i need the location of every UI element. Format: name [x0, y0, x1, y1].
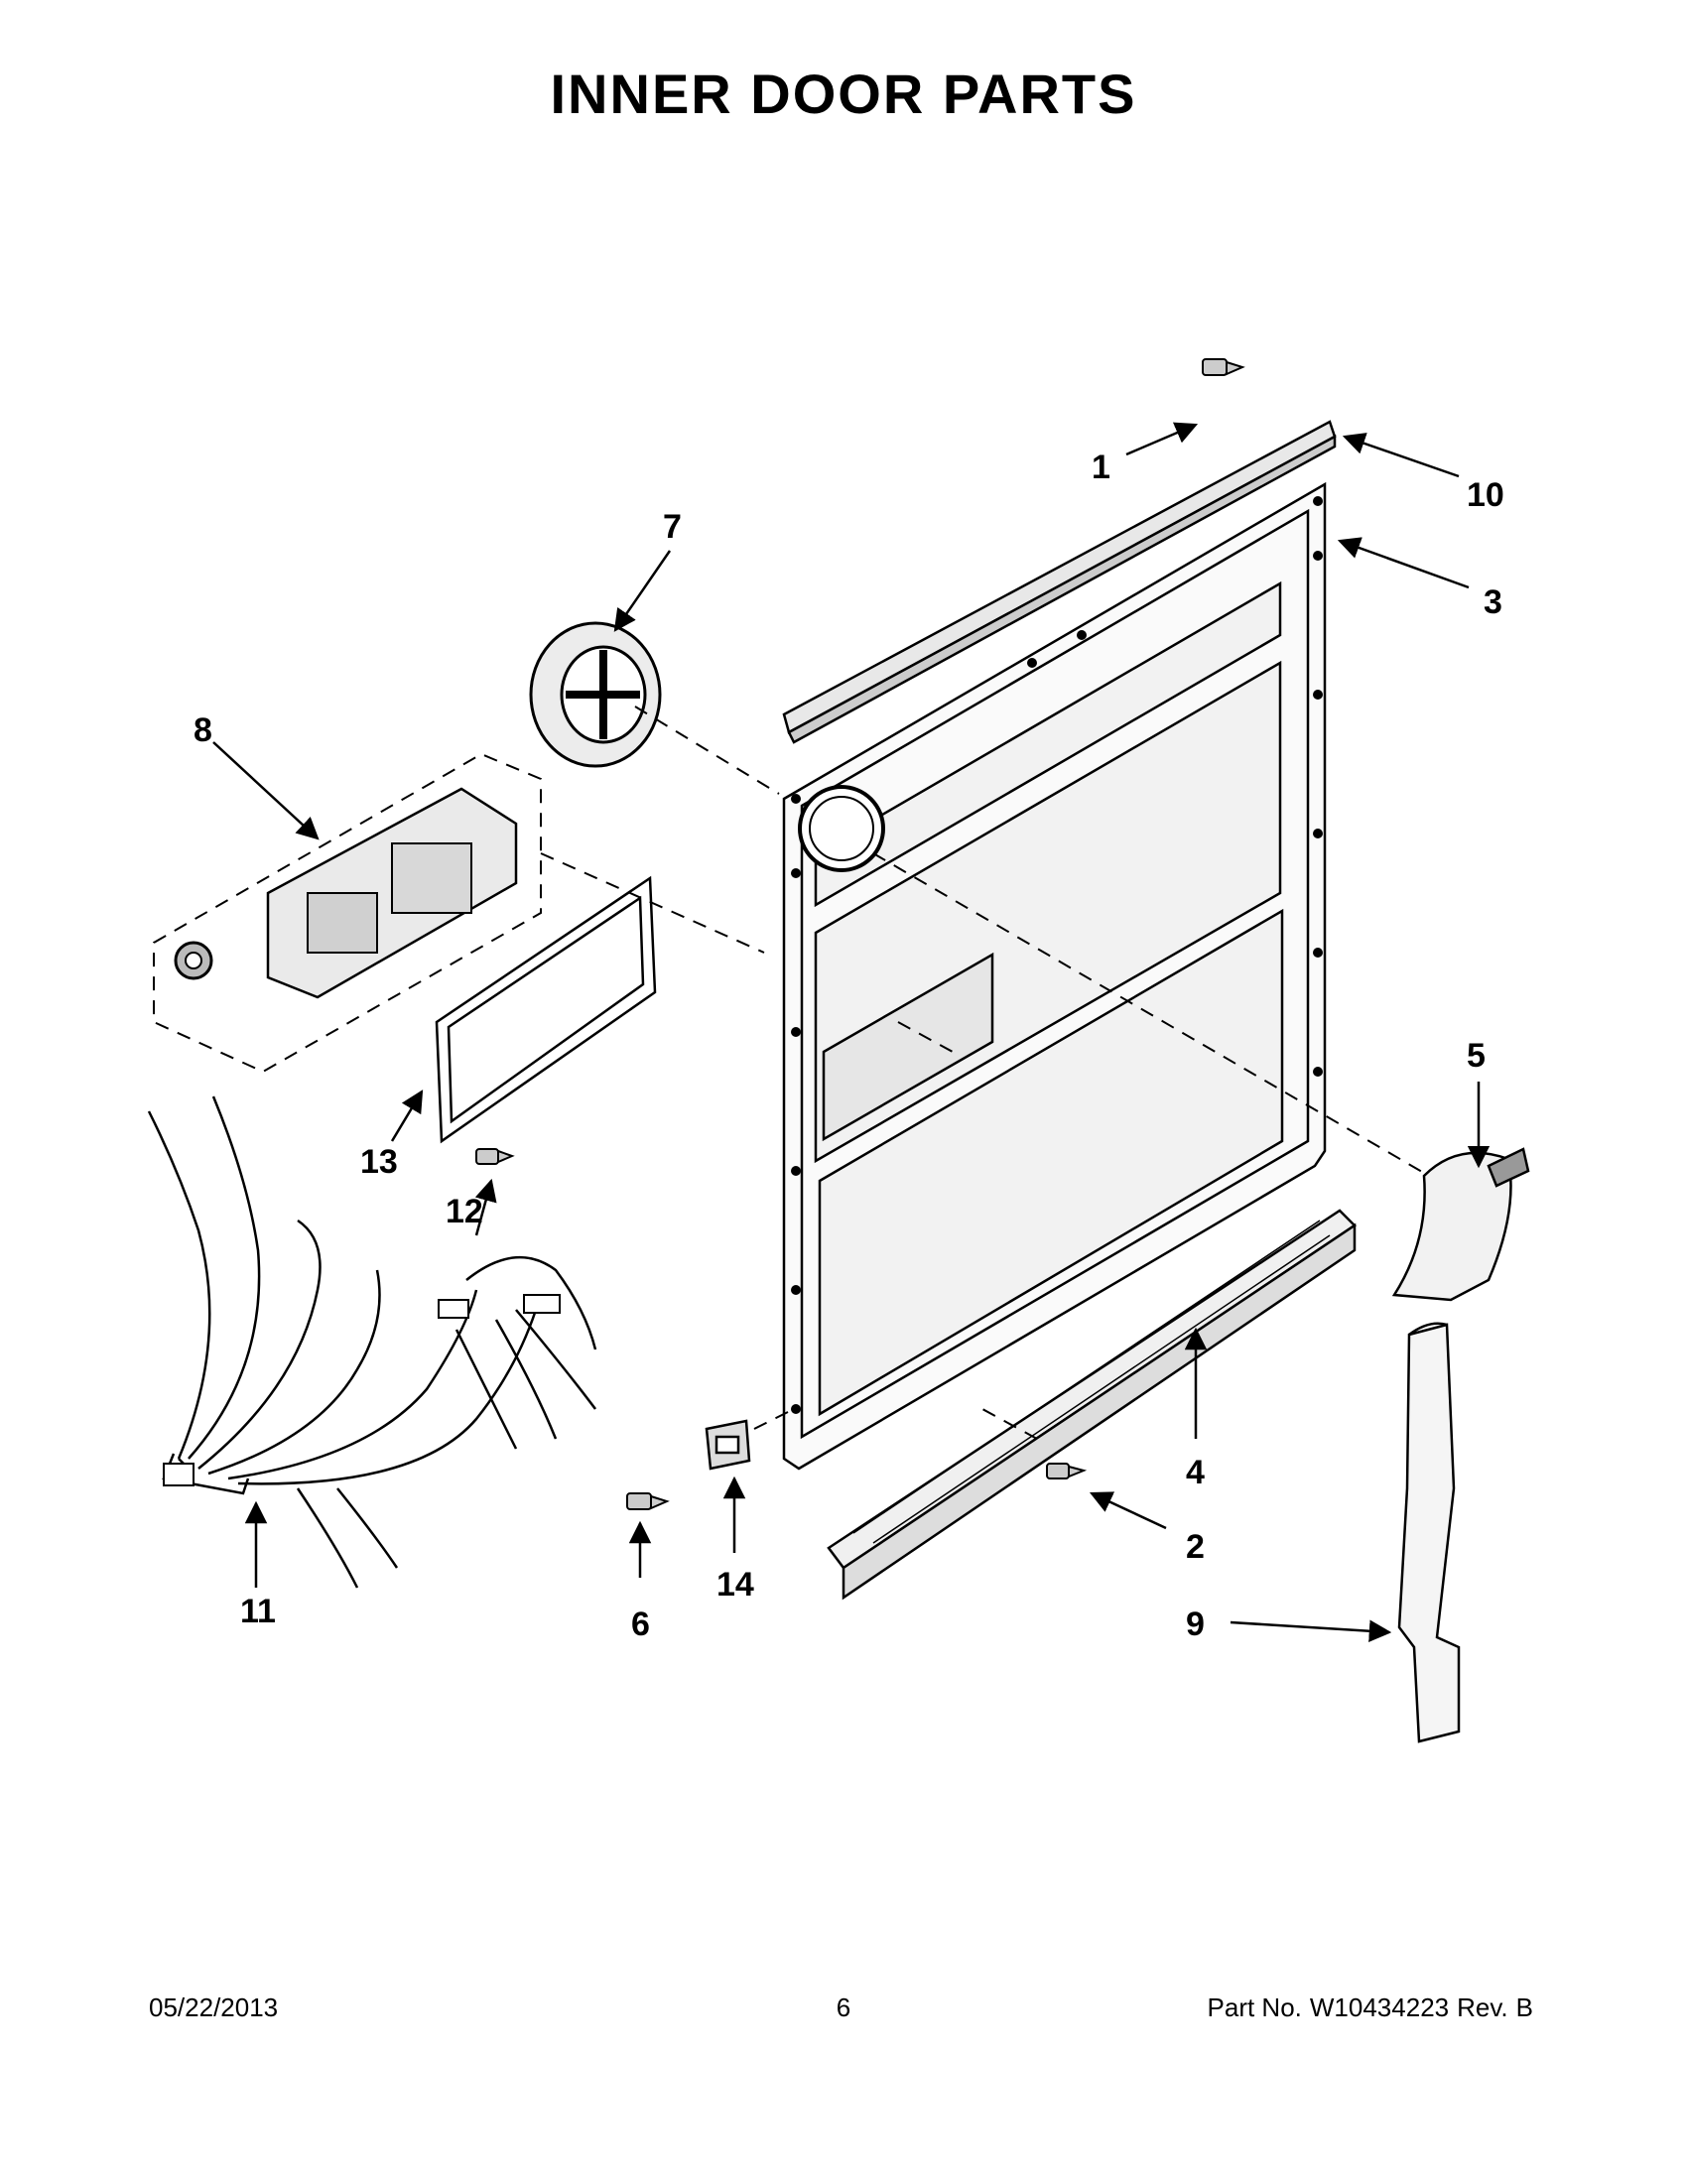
- callout-6: 6: [631, 1606, 650, 1643]
- leader-arrows: [212, 422, 1491, 1642]
- vent-grill: [529, 621, 662, 768]
- dispenser-assembly: [153, 752, 542, 1074]
- harness-connectors: [163, 1294, 561, 1486]
- callout-4: 4: [1186, 1454, 1205, 1491]
- callout-10: 10: [1467, 476, 1504, 514]
- screw-2: [1046, 1463, 1088, 1479]
- screw-12: [475, 1148, 515, 1165]
- callout-7: 7: [663, 508, 682, 546]
- page-title: INNER DOOR PARTS: [550, 63, 1137, 125]
- door-vent-strip: [827, 1209, 1357, 1601]
- clip: [705, 1419, 751, 1471]
- part-label: Part No.: [1207, 1992, 1302, 2022]
- callout-3: 3: [1484, 583, 1502, 621]
- rev-value: B: [1515, 1992, 1533, 2022]
- callout-5: 5: [1467, 1037, 1486, 1075]
- callout-11: 11: [240, 1593, 276, 1630]
- callout-14: 14: [716, 1566, 754, 1604]
- inner-door-panel: [782, 481, 1327, 1471]
- callout-9: 9: [1186, 1606, 1205, 1643]
- dispenser-gasket: [435, 875, 657, 1144]
- callout-2: 2: [1186, 1528, 1205, 1566]
- footer-date: 05/22/2013: [149, 1992, 279, 2022]
- callout-1: 1: [1092, 449, 1110, 486]
- alignment-lines: [540, 706, 1430, 1440]
- vent-assembly: [1391, 1147, 1530, 1302]
- screw-6: [626, 1492, 670, 1510]
- top-door-trim: [782, 420, 1337, 744]
- callout-8: 8: [194, 711, 212, 749]
- callout-13: 13: [360, 1143, 398, 1181]
- rev-label: Rev.: [1457, 1992, 1508, 2022]
- vent-duct: [1397, 1322, 1461, 1743]
- callout-12: 12: [446, 1193, 483, 1230]
- screw-1: [1202, 358, 1245, 376]
- footer-page-number: 6: [836, 1992, 851, 2022]
- part-number: W10434223: [1309, 1992, 1450, 2022]
